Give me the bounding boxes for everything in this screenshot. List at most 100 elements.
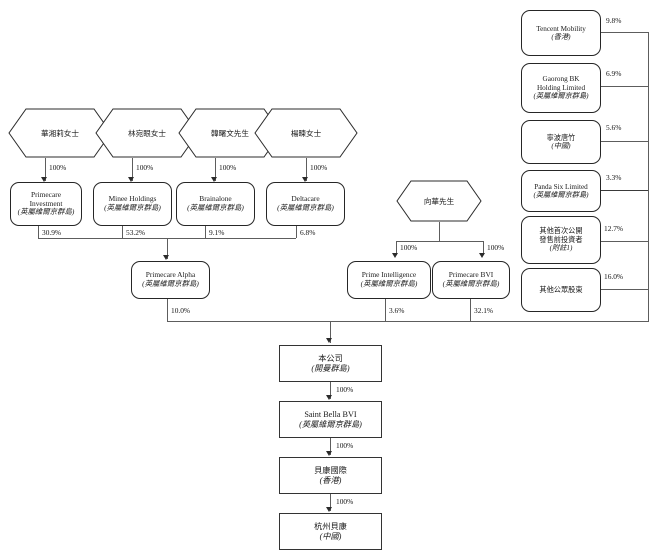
holdco-node-4: Deltacare (英屬維爾京群島)	[266, 182, 345, 226]
chain-place-company: (開曼群島)	[311, 363, 350, 373]
shareholder-node-2: Gaorong BK Holding Limited (英屬維爾京群島)	[521, 63, 601, 113]
individual-node-3: 韓曙文先生	[178, 108, 282, 158]
stake-saintbella-beikang-intl: 100%	[336, 441, 354, 450]
stake-ind3-hc3: 100%	[219, 163, 237, 172]
shareholder-name-5b: 發售前投資者	[539, 235, 583, 244]
stake-ind4-hc4: 100%	[310, 163, 328, 172]
midco-place-primecare-bvi: (英屬維爾京群島)	[442, 279, 500, 288]
arrow-company-saintbella	[326, 395, 333, 400]
connector-saintbella-beikang-intl	[330, 438, 331, 455]
stake-prime-intel: 3.6%	[389, 306, 405, 315]
merge-bus-drop-alpha	[167, 238, 168, 259]
connector-company-saintbella	[330, 382, 331, 399]
stake-shareholder-3: 5.6%	[606, 123, 622, 132]
holdco-place-1: (英屬維爾京群島)	[17, 207, 75, 217]
chain-name-beikang-intl: 貝康國際	[314, 465, 347, 475]
hexagon-shape-icon	[95, 108, 199, 158]
individual-node-5: 向華先生	[396, 180, 482, 222]
stub-shareholder-2	[601, 86, 648, 87]
stub-shareholder-3	[601, 141, 648, 142]
holdco-name-2: Minee Holdings	[108, 194, 157, 204]
split-bus-ind5	[396, 241, 483, 242]
chain-place-saintbella: (英屬維爾京群島)	[299, 419, 362, 429]
stake-hc1: 30.9%	[42, 228, 62, 237]
holdco-node-3: Brainalone (英屬維爾京群島)	[176, 182, 255, 226]
stake-ind5-prime-intel: 100%	[400, 243, 418, 252]
arrow-ind3-hc3	[211, 177, 218, 182]
stub-shareholder-6	[601, 289, 648, 290]
holdco-place-4: (英屬維爾京群島)	[277, 203, 334, 212]
shareholder-name-1: Tencent Mobility	[536, 24, 586, 33]
stake-alpha: 10.0%	[171, 306, 191, 315]
holdco-node-2: Minee Holdings (英屬維爾京群島)	[93, 182, 172, 226]
stake-ind2-hc2: 100%	[136, 163, 154, 172]
stake-shareholder-5: 12.7%	[604, 224, 624, 233]
stub-hc4-down	[296, 226, 297, 238]
holdco-place-2: (英屬維爾京群島)	[104, 203, 161, 212]
stub-hc3-down	[205, 226, 206, 238]
split-left-ind5	[396, 241, 397, 255]
arrow-ind4-hc4	[302, 177, 309, 182]
midco-place-prime-intelligence: (英屬維爾京群島)	[360, 279, 418, 288]
arrow-ind2-hc2	[128, 177, 135, 182]
shareholder-name-2b: Holding Limited	[536, 83, 586, 92]
arrow-beikang-intl-hangzhou	[326, 507, 333, 512]
individual-node-1: 華湘莉女士	[8, 108, 112, 158]
hexagon-shape-icon	[254, 108, 358, 158]
chain-name-hangzhou-beikang: 杭州貝康	[314, 521, 347, 531]
chain-name-saintbella: Saint Bella BVI	[304, 409, 357, 419]
main-merge-bus	[167, 321, 649, 322]
connector-ind3-hc3	[215, 158, 216, 181]
individual-label-1: 華湘莉女士	[41, 128, 79, 138]
midco-place-alpha: (英屬維爾京群島)	[142, 279, 199, 288]
chain-node-beikang-intl: 貝康國際 (香港)	[279, 457, 382, 494]
shareholder-node-1: Tencent Mobility (香港)	[521, 10, 601, 56]
stub-shareholder-4	[601, 190, 648, 191]
stub-hc1-down	[38, 226, 39, 238]
hexagon-shape-icon	[396, 180, 482, 222]
stake-primecare-bvi: 32.1%	[474, 306, 494, 315]
shareholder-name-5: 其他首次公開	[539, 227, 583, 236]
connector-beikang-intl-hangzhou	[330, 494, 331, 511]
shareholder-place-2: (英屬維爾京群島)	[533, 92, 589, 101]
stake-ind1-hc1: 100%	[49, 163, 67, 172]
connector-ind5-down	[439, 222, 440, 241]
shareholder-name-4: Panda Six Limited	[534, 182, 588, 191]
chain-place-beikang-intl: (香港)	[319, 475, 342, 485]
shareholder-name-6: 其他公眾股東	[539, 285, 583, 294]
holdco-node-1: Primecare Investment (英屬維爾京群島)	[10, 182, 82, 226]
stub-shareholder-5	[601, 241, 648, 242]
stake-hc3: 9.1%	[209, 228, 225, 237]
individual-node-2: 林宛眼女士	[95, 108, 199, 158]
arrow-ind1-hc1	[41, 177, 48, 182]
shareholder-node-4: Panda Six Limited (英屬維爾京群島)	[521, 170, 601, 212]
stake-shareholder-4: 3.3%	[606, 173, 622, 182]
chain-node-hangzhou-beikang: 杭州貝康 (中國)	[279, 513, 382, 550]
arrow-ind5-prime-intel	[392, 253, 399, 258]
shareholder-name-3: 寧波唐竹	[546, 133, 576, 142]
holdco-place-3: (英屬維爾京群島)	[187, 203, 244, 212]
shareholder-place-1: (香港)	[551, 33, 571, 41]
shareholder-place-5: (附註1)	[549, 244, 573, 253]
chain-node-saintbella: Saint Bella BVI (英屬維爾京群島)	[279, 401, 382, 438]
stub-hc2-down	[122, 226, 123, 238]
stub-alpha-down	[167, 299, 168, 321]
shareholder-place-4: (英屬維爾京群島)	[533, 191, 589, 199]
shareholder-bus-vertical	[648, 32, 649, 322]
individual-label-5: 向華先生	[423, 196, 455, 206]
arrow-saintbella-beikang-intl	[326, 451, 333, 456]
chain-node-company: 本公司 (開曼群島)	[279, 345, 382, 382]
shareholder-node-6: 其他公眾股東	[521, 268, 601, 312]
midco-name-prime-intelligence: Prime Intelligence	[361, 270, 417, 280]
midco-node-primecare-bvi: Primecare BVI (英屬維爾京群島)	[432, 261, 510, 299]
holdco-name-3: Brainalone	[199, 194, 232, 204]
arrow-to-alpha	[163, 255, 170, 260]
stake-beikang-intl-hangzhou: 100%	[336, 497, 354, 506]
chain-place-hangzhou-beikang: (中國)	[319, 531, 342, 541]
arrow-to-company	[326, 338, 333, 343]
shareholder-node-3: 寧波唐竹 (中國)	[521, 120, 601, 164]
stub-primecare-bvi-down	[470, 299, 471, 321]
stake-hc4: 6.8%	[300, 228, 316, 237]
main-bus-drop	[330, 321, 331, 343]
